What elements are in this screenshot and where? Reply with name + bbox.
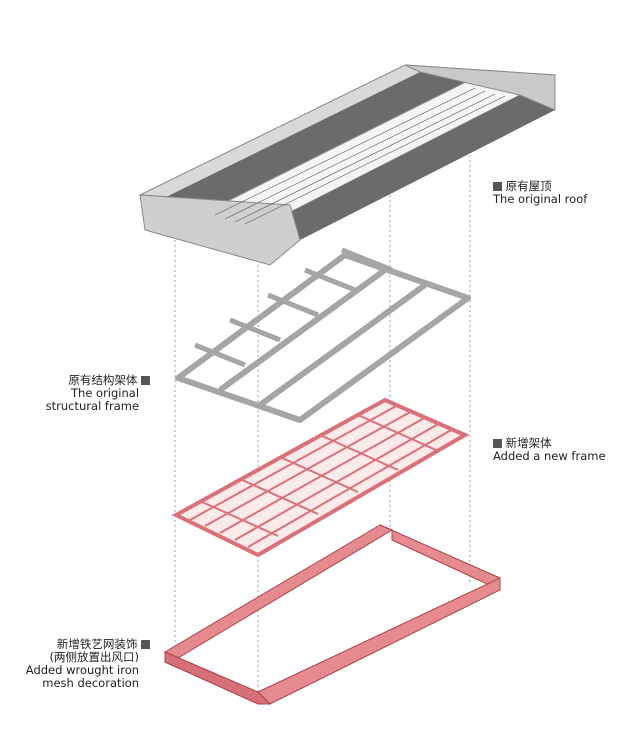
label-new-frame: 新增架体 Added a new frame bbox=[493, 437, 606, 463]
label-new-frame-en: Added a new frame bbox=[493, 449, 606, 463]
label-roof-cn: 原有屋顶 bbox=[505, 179, 552, 193]
legend-square-icon bbox=[141, 640, 150, 649]
label-structural-frame: 原有结构架体 The original structural frame bbox=[40, 374, 150, 413]
legend-square-icon bbox=[141, 376, 150, 385]
label-structure-en2: structural frame bbox=[45, 399, 140, 413]
label-original-roof: 原有屋顶 The original roof bbox=[493, 180, 587, 206]
roof-grid bbox=[214, 87, 506, 225]
label-roof-en: The original roof bbox=[493, 192, 588, 206]
label-new-frame-cn: 新增架体 bbox=[505, 436, 552, 450]
label-mesh-en2: mesh decoration bbox=[42, 676, 140, 690]
label-mesh-cn1: 新增铁艺网装饰 bbox=[56, 637, 138, 651]
label-structure-en1: The original bbox=[71, 386, 140, 400]
legend-square-icon bbox=[493, 439, 502, 448]
label-mesh-cn2: (两侧放置出风口) bbox=[49, 650, 140, 664]
original-roof bbox=[138, 64, 557, 266]
original-structural-frame bbox=[175, 247, 471, 423]
wrought-iron-mesh bbox=[163, 524, 501, 705]
legend-square-icon bbox=[493, 182, 502, 191]
label-mesh-en1: Added wrought iron bbox=[25, 663, 140, 677]
added-new-frame bbox=[171, 397, 470, 558]
label-structure-cn: 原有结构架体 bbox=[68, 373, 138, 387]
label-mesh-decoration: 新增铁艺网装饰 (两侧放置出风口) Added wrought iron mes… bbox=[0, 638, 150, 690]
